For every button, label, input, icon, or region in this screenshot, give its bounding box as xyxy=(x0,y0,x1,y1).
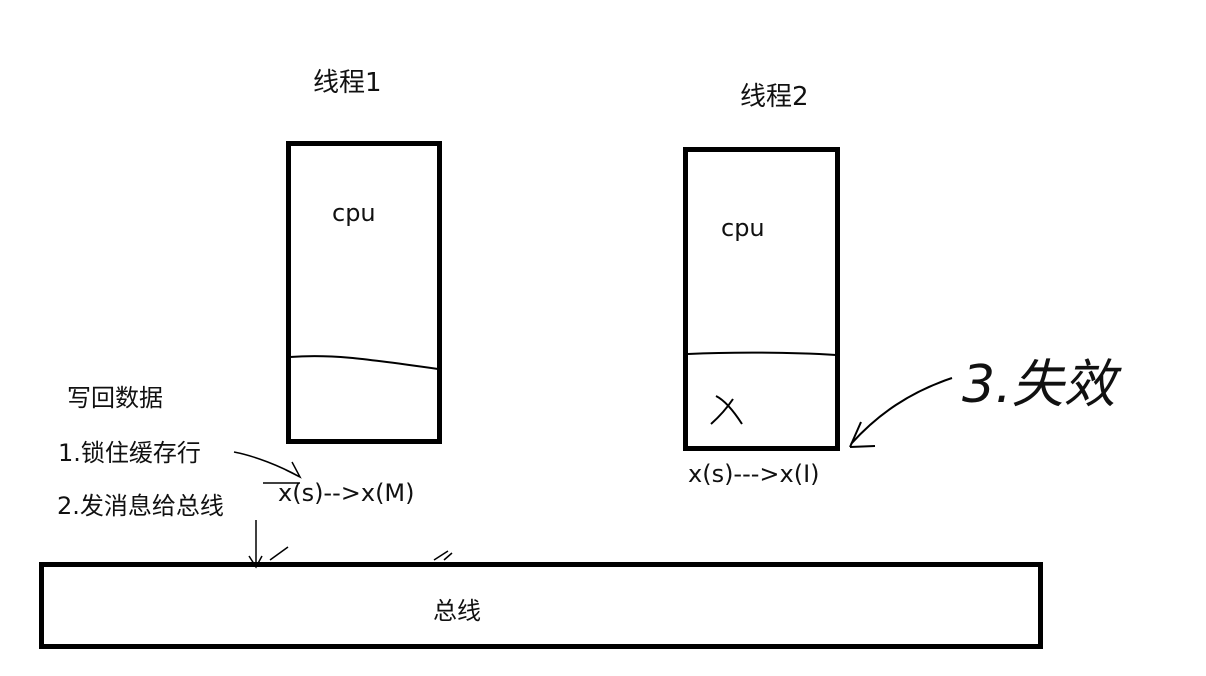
bus-tick-2 xyxy=(433,550,453,561)
write-back-heading: 写回数据 xyxy=(67,384,163,412)
thread1-title: 线程1 xyxy=(313,68,382,98)
thread1-cpu-box xyxy=(286,141,442,444)
thread1-cpu-label: cpu xyxy=(332,199,376,227)
message-down-arrowhead xyxy=(248,555,263,569)
bus-label: 总线 xyxy=(433,597,481,625)
thread2-cache-x-glyph xyxy=(710,395,743,425)
thread2-cpu-label: cpu xyxy=(721,214,765,242)
invalidate-arrowhead xyxy=(849,421,876,448)
write-back-step-2: 2.发消息给总线 xyxy=(57,492,224,520)
bus-box xyxy=(39,562,1043,649)
invalidated-handwritten-note: 3.失效 xyxy=(962,355,1123,415)
write-back-step-1: 1.锁住缓存行 xyxy=(58,439,201,467)
thread1-state-transition: x(s)-->x(M) xyxy=(278,479,415,507)
thread2-cache-divider xyxy=(687,351,837,356)
lock-arrowhead xyxy=(285,461,302,479)
bus-tick-1 xyxy=(269,546,289,561)
lock-arrow xyxy=(233,451,301,478)
invalidated-note-text: 3.失效 xyxy=(962,355,1123,415)
thread2-cpu-box xyxy=(683,147,840,451)
thread1-cache-divider xyxy=(289,355,439,370)
thread2-state-transition: x(s)--->x(I) xyxy=(688,460,820,488)
invalidate-arrow xyxy=(850,377,953,445)
thread2-title: 线程2 xyxy=(740,82,809,112)
